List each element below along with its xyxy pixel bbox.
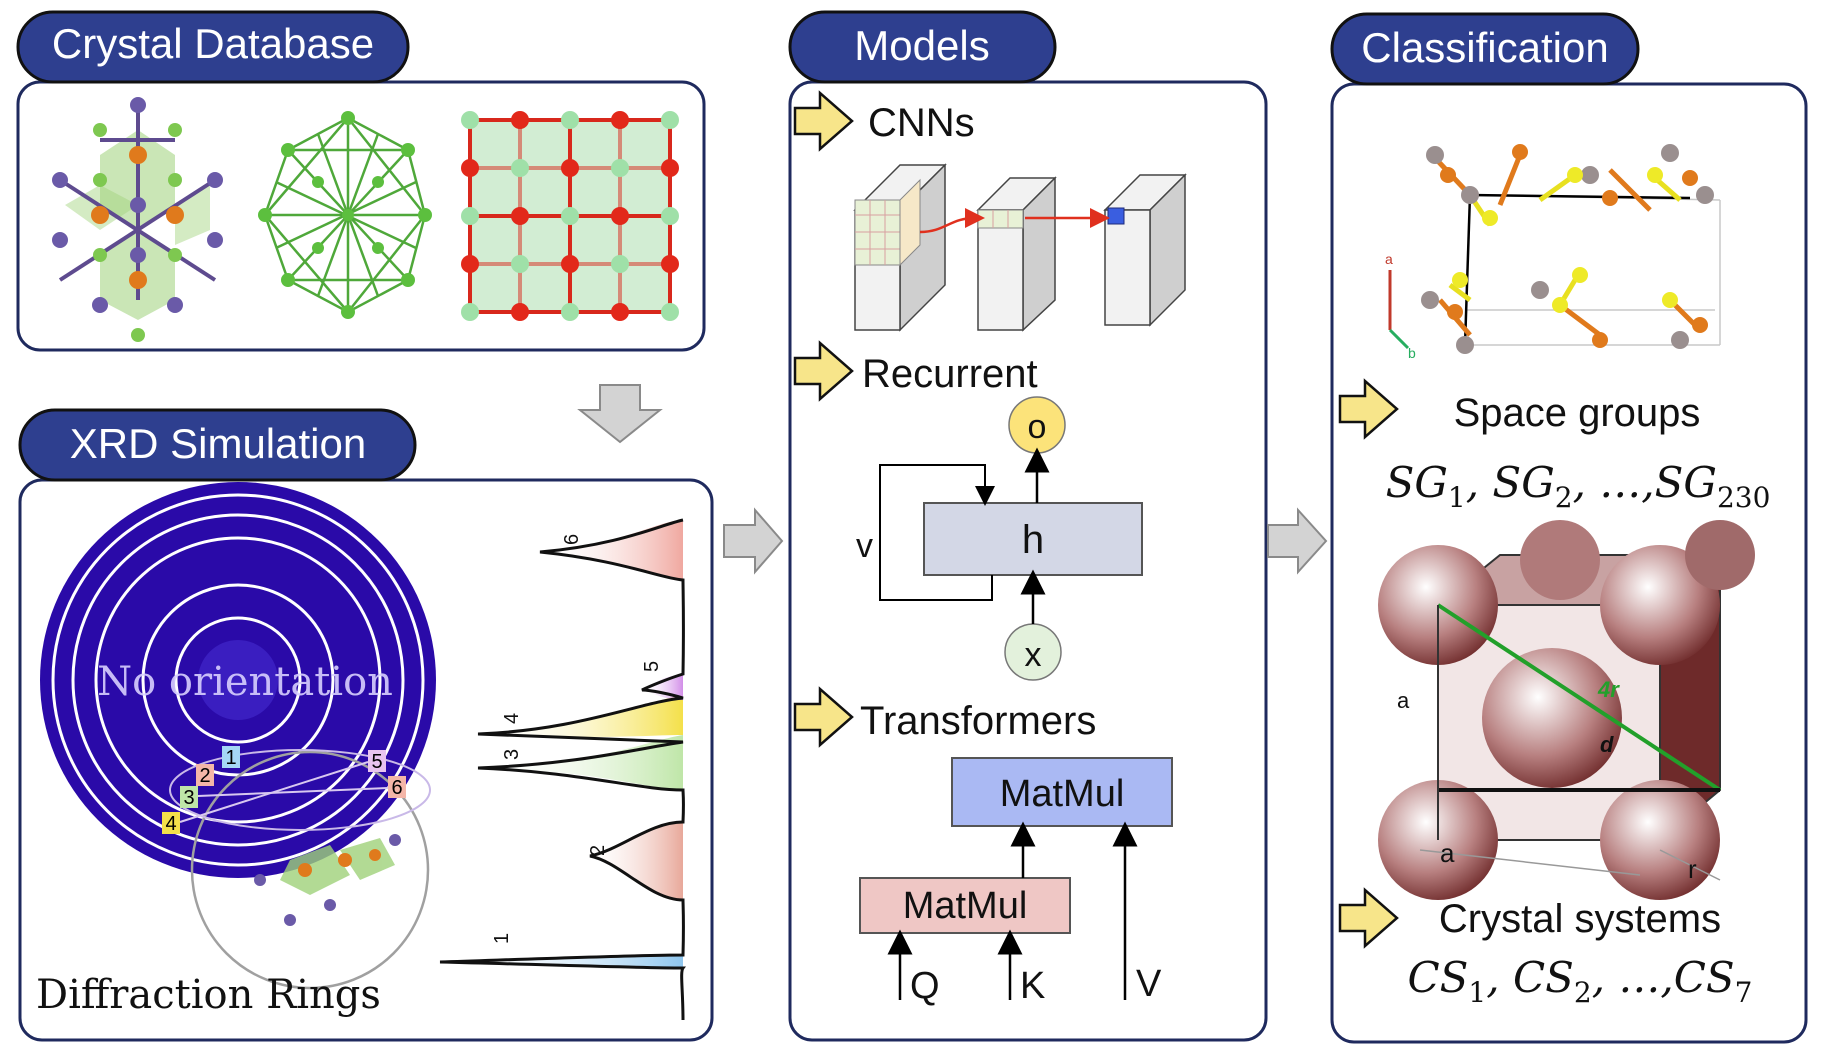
- detector-disk: [40, 482, 436, 878]
- svg-text:o: o: [1028, 408, 1047, 446]
- svg-text:b: b: [1408, 345, 1416, 361]
- recurrent-arrow-icon: [793, 340, 854, 402]
- svg-text:v: v: [856, 527, 873, 565]
- svg-text:4: 4: [165, 813, 176, 835]
- ring-badges: 1 2 3 4 5 6: [162, 746, 406, 835]
- svg-text:6: 6: [561, 534, 583, 545]
- cnn-arrow-icon: [793, 90, 854, 152]
- svg-text:K: K: [1020, 965, 1045, 1007]
- transformer-diagram: MatMul MatMul Q K V: [859, 757, 1173, 1007]
- space-group-crystal: a b: [1385, 144, 1721, 361]
- svg-text:1: 1: [491, 933, 513, 944]
- space-groups-label: Space groups: [1454, 391, 1701, 435]
- svg-text:Q: Q: [910, 965, 940, 1007]
- models-pill: Models: [788, 10, 1057, 84]
- crystal-systems-formula: CS1, CS2, …,CS7: [1408, 953, 1753, 1009]
- svg-text:2: 2: [199, 765, 210, 787]
- crystal-database-pill: Crystal Database: [16, 10, 410, 84]
- down-arrow-icon: [577, 384, 663, 444]
- space-groups-arrow-icon: [1338, 378, 1399, 440]
- ring-connector-lines: [179, 761, 389, 823]
- svg-text:4: 4: [501, 713, 523, 724]
- crystal-systems-arrow-icon: [1338, 887, 1399, 949]
- classification-title: Classification: [1361, 24, 1608, 71]
- svg-text:6: 6: [391, 777, 402, 799]
- crystal-structure-octahedral: [52, 97, 223, 342]
- rnn-diagram: o h x v: [856, 396, 1143, 681]
- crystal-structure-cubic: [461, 111, 679, 321]
- transformers-label: Transformers: [860, 699, 1096, 743]
- xrd-simulation-pill: XRD Simulation: [18, 408, 417, 482]
- peak-numbers: 1 2 3 4 5 6: [491, 534, 663, 944]
- transformers-arrow-icon: [793, 686, 854, 748]
- svg-text:MatMul: MatMul: [1000, 773, 1125, 815]
- matmul-bottom-box: [859, 877, 1071, 934]
- svg-text:1: 1: [225, 747, 236, 769]
- svg-text:MatMul: MatMul: [903, 885, 1028, 927]
- svg-text:a: a: [1397, 688, 1410, 713]
- space-groups-formula: SG1, SG2, …,SG230: [1386, 458, 1771, 514]
- svg-text:4r: 4r: [1597, 677, 1620, 702]
- crystal-systems-label: Crystal systems: [1439, 897, 1721, 941]
- svg-text:3: 3: [183, 787, 194, 809]
- models-title: Models: [854, 22, 989, 69]
- zoom-circle: [169, 749, 431, 990]
- svg-text:a: a: [1440, 838, 1455, 868]
- svg-text:5: 5: [641, 661, 663, 672]
- axis-indicator: a b: [1385, 251, 1416, 361]
- svg-text:3: 3: [501, 749, 523, 760]
- crystal-database-title: Crystal Database: [52, 20, 374, 67]
- svg-text:a: a: [1385, 251, 1393, 267]
- right-arrow-2-icon: [1267, 507, 1328, 575]
- svg-text:r: r: [1688, 854, 1697, 884]
- matmul-top-box: [951, 757, 1173, 827]
- svg-text:x: x: [1025, 636, 1042, 674]
- svg-text:2: 2: [587, 845, 609, 856]
- cnn-label: CNNs: [868, 101, 975, 145]
- svg-text:5: 5: [371, 751, 382, 773]
- no-orientation-label: No orientation: [97, 659, 393, 705]
- svg-text:h: h: [1022, 518, 1044, 562]
- rnn-hidden-box: [923, 502, 1143, 576]
- xrd-simulation-title: XRD Simulation: [70, 420, 366, 467]
- diffraction-rings-caption: Diffraction Rings: [36, 972, 381, 1018]
- bcc-cube: a a r 4r d: [1378, 520, 1755, 900]
- classification-pill: Classification: [1330, 12, 1640, 86]
- svg-text:V: V: [1136, 963, 1162, 1005]
- recurrent-label: Recurrent: [862, 352, 1038, 396]
- svg-text:d: d: [1600, 732, 1614, 757]
- crystal-structure-lattice-atoms: [258, 111, 432, 319]
- xrd-pattern: [439, 518, 686, 1021]
- right-arrow-icon: [723, 507, 784, 575]
- cnn-diagram: [853, 163, 1187, 332]
